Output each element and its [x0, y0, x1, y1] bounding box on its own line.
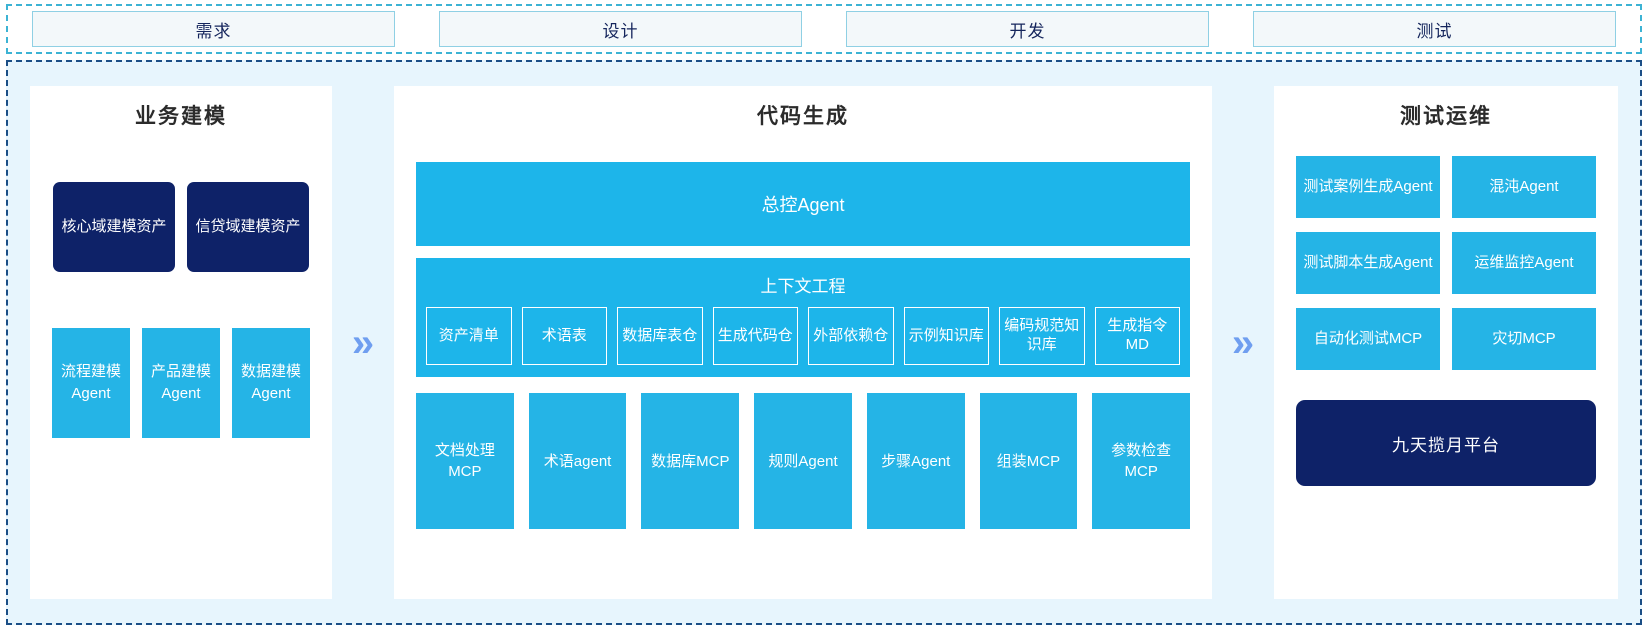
asset-box-credit-domain[interactable]: 信贷域建模资产: [187, 182, 309, 272]
agent-row: 流程建模Agent 产品建模Agent 数据建模Agent: [52, 328, 310, 438]
stage-box-design[interactable]: 设计: [439, 11, 802, 47]
flow-arrow-left: »: [332, 62, 394, 623]
agent-label: 流程建模Agent: [60, 363, 121, 402]
double-chevron-right-icon: »: [351, 320, 375, 365]
testops-label: 运维监控Agent: [1474, 253, 1574, 271]
flow-arrow-right: »: [1212, 62, 1274, 623]
asset-row: 核心域建模资产 信贷域建模资产: [52, 182, 310, 272]
tool-label: 规则Agent: [768, 452, 838, 470]
main-area: 业务建模 核心域建模资产 信贷域建模资产 流程建模Agent 产品建模Agen: [6, 60, 1642, 625]
panel-test-operations: 测试运维 测试案例生成Agent 混沌Agent 测试脚本生成Agent 运维监…: [1274, 86, 1618, 599]
asset-box-core-domain[interactable]: 核心域建模资产: [53, 182, 175, 272]
context-item-label: 资产清单: [438, 326, 499, 344]
stage-label: 需求: [195, 21, 232, 41]
context-item-label: 编码规范知识库: [1004, 317, 1080, 353]
stage-strip: 需求 设计 开发 测试: [6, 4, 1642, 54]
testops-box-chaos-agent[interactable]: 混沌Agent: [1452, 156, 1596, 218]
tool-label: 步骤Agent: [881, 452, 951, 470]
testops-label: 灾切MCP: [1492, 329, 1556, 347]
testops-label: 自动化测试MCP: [1313, 329, 1423, 347]
context-item-coding-standard-knowledge-base[interactable]: 编码规范知识库: [999, 307, 1085, 365]
testops-box-operations-monitoring-agent[interactable]: 运维监控Agent: [1452, 232, 1596, 294]
agent-box-data-modeling[interactable]: 数据建模Agent: [232, 328, 310, 438]
agent-box-product-modeling[interactable]: 产品建模Agent: [142, 328, 220, 438]
agent-label: 数据建模Agent: [240, 363, 301, 402]
stage-box-development[interactable]: 开发: [846, 11, 1209, 47]
tool-label: 文档处理MCP: [434, 442, 495, 480]
panel-body: 核心域建模资产 信贷域建模资产 流程建模Agent 产品建模Agent 数据建模…: [30, 140, 332, 438]
panel-title: 业务建模: [135, 105, 227, 128]
testops-box-test-script-generation-agent[interactable]: 测试脚本生成Agent: [1296, 232, 1440, 294]
master-agent-label: 总控Agent: [761, 195, 845, 215]
tool-box-step-agent[interactable]: 步骤Agent: [866, 393, 965, 529]
stage-label: 开发: [1009, 21, 1046, 41]
panel-title: 测试运维: [1400, 105, 1492, 128]
master-agent-bar[interactable]: 总控Agent: [416, 162, 1190, 246]
testops-box-disaster-switch-mcp[interactable]: 灾切MCP: [1452, 308, 1596, 370]
tool-row: 文档处理MCP 术语agent 数据库MCP 规则Agent 步骤Agent: [416, 393, 1191, 529]
stage-box-requirements[interactable]: 需求: [32, 11, 395, 47]
context-engineering-title: 上下文工程: [760, 277, 846, 296]
platform-label: 九天揽月平台: [1392, 435, 1500, 455]
tool-box-glossary-agent[interactable]: 术语agent: [528, 393, 627, 529]
agent-box-process-modeling[interactable]: 流程建模Agent: [52, 328, 130, 438]
context-item-label: 术语表: [541, 326, 587, 344]
panel-body: 测试案例生成Agent 混沌Agent 测试脚本生成Agent 运维监控Agen…: [1274, 140, 1618, 486]
testops-label: 混沌Agent: [1489, 177, 1559, 195]
tool-box-database-mcp[interactable]: 数据库MCP: [641, 393, 740, 529]
platform-box-jiutian-lanyue[interactable]: 九天揽月平台: [1296, 400, 1596, 486]
context-engineering-panel: 上下文工程 资产清单 术语表 数据库表仓 生成代码仓: [416, 258, 1190, 377]
context-item-generated-code-repo[interactable]: 生成代码仓: [712, 307, 798, 365]
stage-label: 设计: [602, 21, 639, 41]
tool-label: 数据库MCP: [651, 452, 730, 470]
context-item-label: 生成代码仓: [717, 326, 793, 344]
tool-box-rule-agent[interactable]: 规则Agent: [754, 393, 852, 529]
stage-label: 测试: [1416, 21, 1453, 41]
testops-box-automated-test-mcp[interactable]: 自动化测试MCP: [1296, 308, 1440, 370]
tool-label: 术语agent: [543, 452, 612, 470]
context-item-example-knowledge-base[interactable]: 示例知识库: [903, 307, 989, 365]
tool-box-assembly-mcp[interactable]: 组装MCP: [979, 393, 1078, 529]
panel-body: 总控Agent 上下文工程 资产清单 术语表 数据库表仓: [394, 140, 1212, 529]
context-item-label: 生成指令MD: [1107, 317, 1168, 353]
double-chevron-right-icon: »: [1231, 320, 1255, 365]
context-item-generation-instruction-md[interactable]: 生成指令MD: [1094, 307, 1180, 365]
agent-label: 产品建模Agent: [150, 363, 211, 402]
context-item-external-dependency-repo[interactable]: 外部依赖仓: [808, 307, 894, 365]
context-item-label: 示例知识库: [908, 326, 984, 344]
context-item-label: 外部依赖仓: [813, 326, 889, 344]
testops-box-test-case-generation-agent[interactable]: 测试案例生成Agent: [1296, 156, 1440, 218]
testops-label: 测试脚本生成Agent: [1303, 253, 1433, 271]
testops-label: 测试案例生成Agent: [1303, 177, 1433, 195]
tool-box-document-processing-mcp[interactable]: 文档处理MCP: [416, 393, 514, 529]
stage-box-testing[interactable]: 测试: [1253, 11, 1616, 47]
panel-business-modeling: 业务建模 核心域建模资产 信贷域建模资产 流程建模Agent 产品建模Agen: [30, 86, 332, 599]
tool-label: 参数检查MCP: [1111, 442, 1172, 480]
tool-label: 组装MCP: [996, 452, 1061, 470]
tool-box-parameter-check-mcp[interactable]: 参数检查MCP: [1092, 393, 1191, 529]
asset-label: 核心域建模资产: [61, 217, 167, 235]
context-item-glossary[interactable]: 术语表: [521, 307, 607, 365]
panel-code-generation: 代码生成 总控Agent 上下文工程 资产清单 术语表: [394, 86, 1212, 599]
context-item-db-table-repo[interactable]: 数据库表仓: [617, 307, 703, 365]
test-ops-grid: 测试案例生成Agent 混沌Agent 测试脚本生成Agent 运维监控Agen…: [1296, 156, 1596, 370]
panel-title: 代码生成: [757, 105, 849, 128]
context-item-asset-inventory[interactable]: 资产清单: [426, 307, 512, 365]
context-item-label: 数据库表仓: [622, 326, 698, 344]
context-item-list: 资产清单 术语表 数据库表仓 生成代码仓 外部依赖仓: [426, 307, 1180, 365]
asset-label: 信贷域建模资产: [195, 217, 301, 235]
